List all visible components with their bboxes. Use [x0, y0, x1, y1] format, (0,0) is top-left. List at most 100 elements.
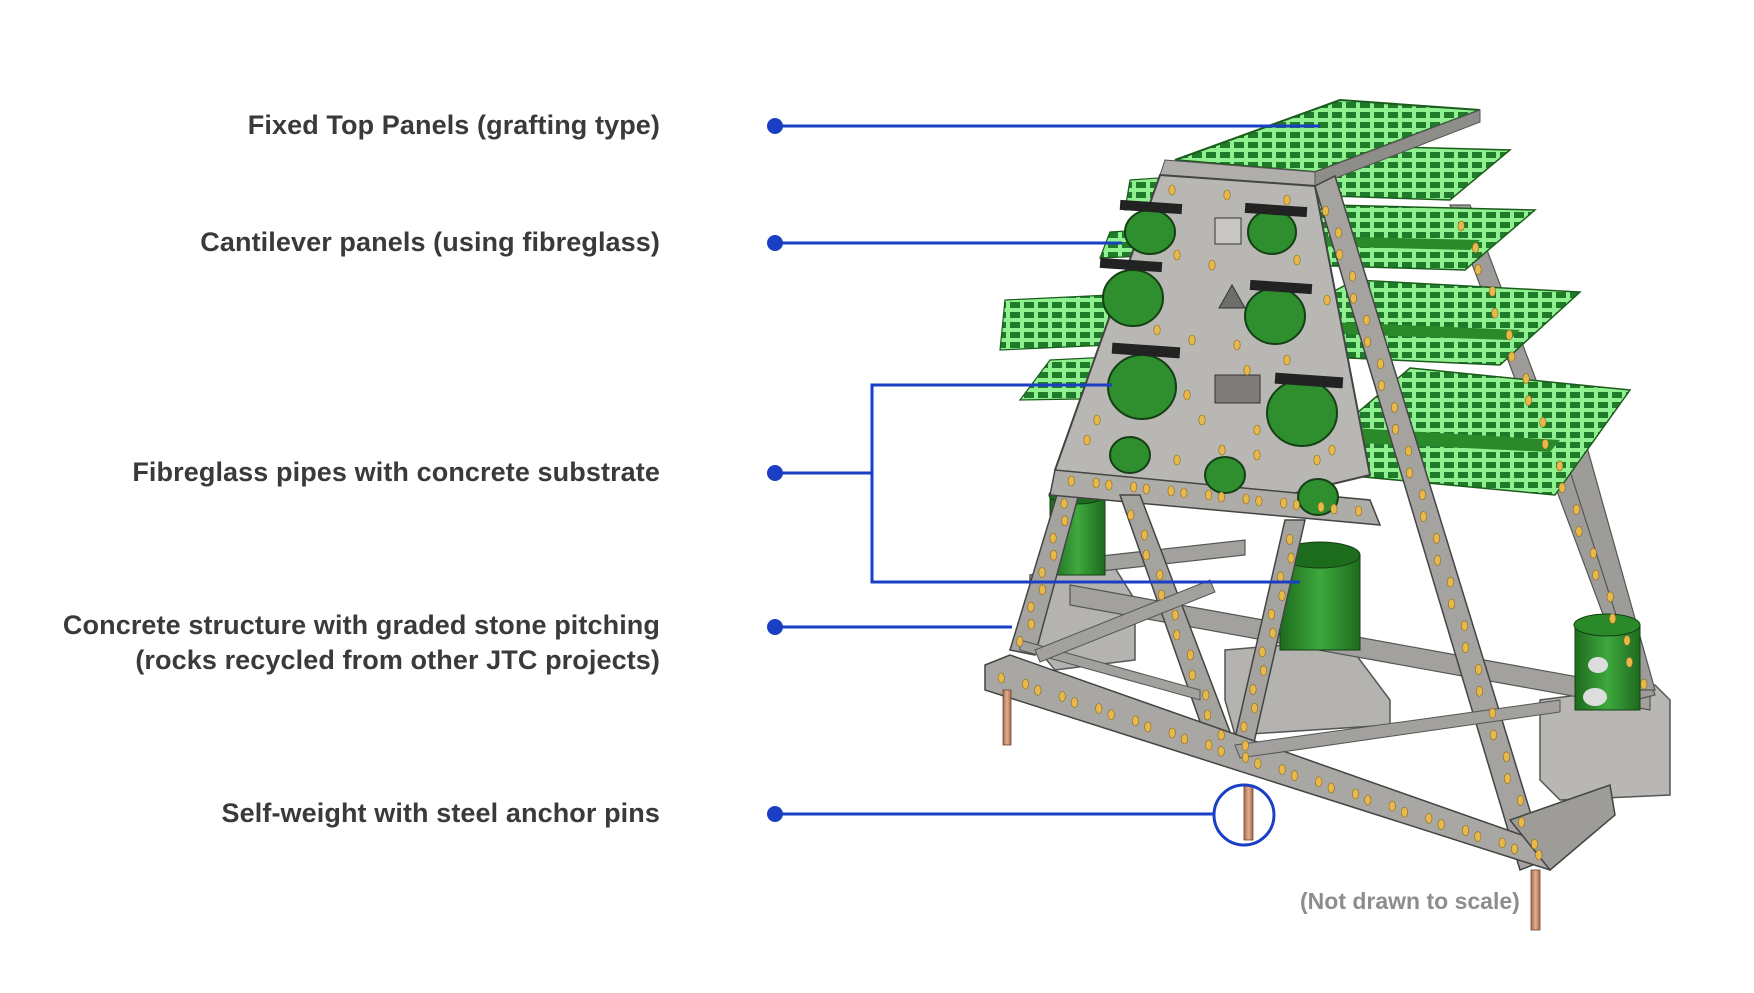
pebble [1095, 703, 1103, 714]
pebble [1202, 689, 1210, 701]
pebble [1142, 549, 1150, 561]
pebble [1283, 354, 1291, 366]
pebble [1242, 752, 1250, 763]
pebble [1434, 554, 1442, 566]
label-anchor-pins: Self-weight with steel anchor pins [222, 796, 660, 831]
pebble [1021, 678, 1029, 690]
pebble [1217, 745, 1225, 757]
pebble [1183, 389, 1191, 401]
pebble [1058, 691, 1066, 702]
pebble [1388, 800, 1396, 812]
pebble [1508, 351, 1516, 363]
pebble [1490, 729, 1498, 741]
pebble [1505, 329, 1513, 341]
pebble [1171, 609, 1179, 621]
stone-pitching [997, 184, 1648, 861]
pebble [1488, 286, 1496, 297]
pebble [1158, 589, 1166, 601]
pebble [1258, 646, 1266, 658]
pebble [1287, 552, 1295, 564]
pebble [1392, 423, 1400, 435]
pebble [1625, 656, 1633, 668]
pebble [1355, 505, 1363, 517]
pebble [1280, 497, 1288, 509]
pebble [1504, 773, 1512, 784]
pebble [1489, 707, 1497, 719]
pebble [1391, 402, 1399, 413]
pebble [1061, 515, 1069, 527]
pebble [1269, 627, 1277, 639]
pebble [1364, 794, 1372, 806]
pebble [1034, 684, 1042, 696]
pebble [1352, 788, 1360, 800]
pebble [1016, 636, 1024, 647]
pebble [1606, 591, 1614, 603]
label-line: (rocks recycled from other JTC projects) [135, 645, 660, 675]
pebble [1278, 764, 1286, 775]
pebble [1153, 324, 1161, 336]
pebble [1589, 547, 1597, 559]
leader-concrete [767, 619, 1012, 635]
pebble [1447, 576, 1455, 588]
pebble [1522, 373, 1530, 384]
pebble [1255, 495, 1263, 507]
pebble [1313, 454, 1321, 466]
front-frame [984, 98, 1616, 872]
pebble [1498, 837, 1506, 849]
pebble [1327, 782, 1335, 794]
label-line: Concrete structure with graded stone pit… [62, 610, 660, 640]
pebble [1260, 665, 1268, 676]
pebble [1575, 526, 1583, 537]
pebble [1173, 249, 1181, 261]
pebble [1251, 702, 1259, 714]
pebble [1425, 813, 1433, 824]
pebble [1038, 567, 1046, 578]
pebble [1462, 642, 1470, 653]
pebble [1167, 485, 1175, 497]
pebble [1437, 819, 1445, 830]
pebble [1518, 816, 1526, 828]
pebble [1168, 727, 1176, 739]
pebble [1475, 664, 1483, 675]
pebble [1609, 613, 1617, 624]
pebble [1083, 434, 1091, 446]
pebble [1535, 849, 1543, 861]
pebble [1105, 479, 1113, 491]
pebble [1406, 467, 1414, 479]
pebble [1291, 770, 1299, 781]
pebble [1187, 649, 1195, 661]
pebble [1531, 838, 1539, 850]
pebble [1293, 254, 1301, 266]
pebble [1027, 601, 1035, 613]
pebble [997, 672, 1005, 684]
pebble [1156, 569, 1164, 581]
label-fixed-top-panels: Fixed Top Panels (grafting type) [248, 108, 660, 143]
pebble [1503, 751, 1511, 763]
pebble [1433, 533, 1441, 544]
pebble [1188, 334, 1196, 346]
pebble [1623, 635, 1631, 646]
pebble [1323, 294, 1331, 306]
pebble [1286, 534, 1294, 545]
pebble [1242, 493, 1250, 505]
pebble [1462, 825, 1470, 836]
pebble [1217, 729, 1225, 741]
pebble [1144, 721, 1152, 733]
pebble [1060, 498, 1068, 509]
pebble [1517, 795, 1525, 806]
pebble [1233, 339, 1241, 351]
pebble [1217, 491, 1225, 503]
pebble [1050, 549, 1058, 561]
pebble [1405, 445, 1413, 457]
pebble [1476, 685, 1484, 697]
pebble [1541, 438, 1549, 450]
pebble [1350, 292, 1358, 304]
pebble [1472, 242, 1480, 253]
pebble [1573, 504, 1581, 515]
pebble [1130, 481, 1138, 493]
pebble [1141, 529, 1149, 541]
pebble [1457, 220, 1465, 232]
pebble [1420, 511, 1428, 522]
leader-top-panels [767, 118, 1320, 134]
pebble [1127, 509, 1135, 521]
